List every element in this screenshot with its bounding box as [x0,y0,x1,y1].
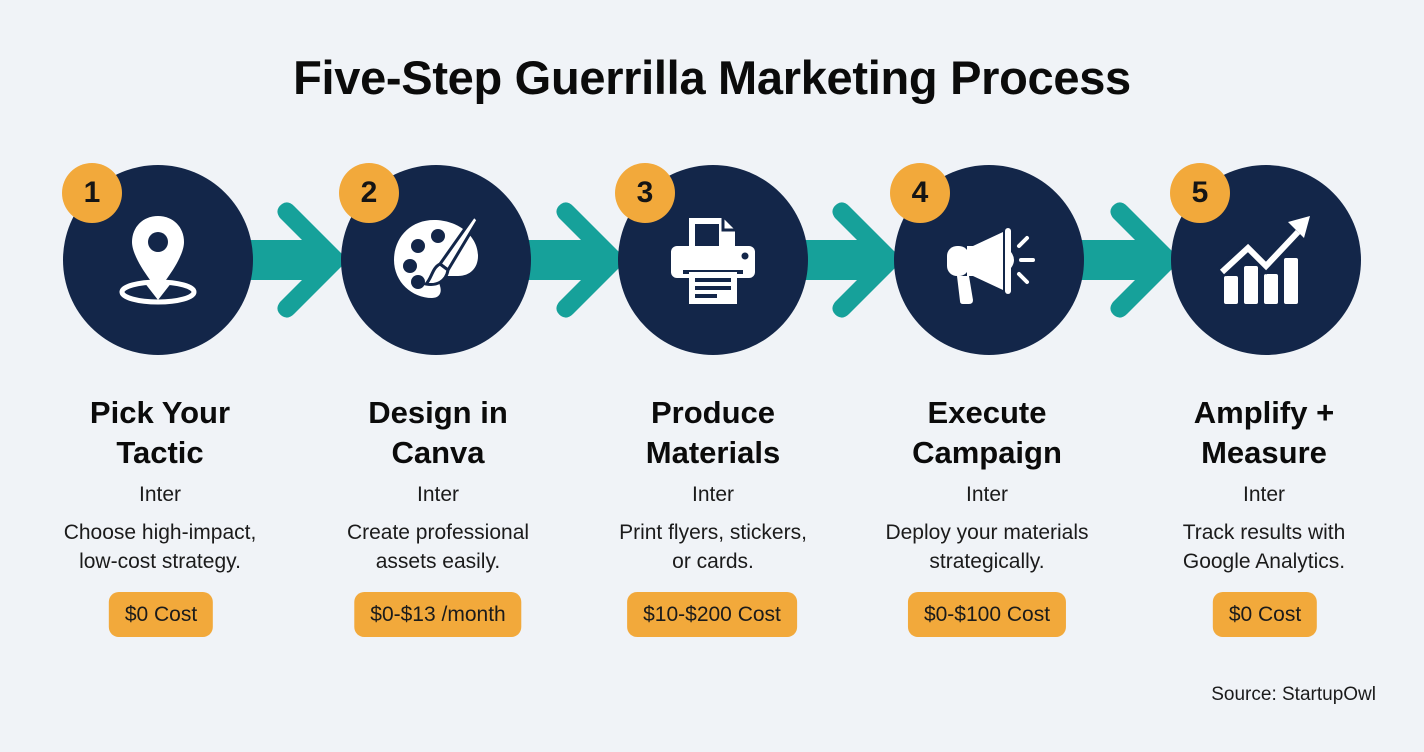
step-description: Print flyers, stickers, or cards. [619,521,807,573]
step-title: Amplify + Measure [1193,395,1335,470]
arrow-right-icon [1073,202,1179,318]
step-text: Pick Your Tactic Inter Choose high-impac… [20,393,300,576]
source-credit: Source: StartupOwl [1211,684,1376,705]
cost-badge: $0-$13 /month [354,592,522,637]
step-number-badge: 5 [1170,163,1230,223]
cost-badge: $0-$100 Cost [907,592,1067,637]
megaphone-icon [947,228,1035,304]
step-font-label: Inter [138,483,182,506]
step-number-badge: 3 [615,163,675,223]
step-font-label: Inter [965,483,1009,506]
step-font-label: Inter [416,483,460,506]
step-title: Pick Your Tactic [89,395,231,470]
step-description: Deploy your materials strategically. [885,521,1089,573]
step-text: Execute Campaign Inter Deploy your mater… [847,393,1127,576]
cost-badge: $10-$200 Cost [627,592,797,637]
step-circle [1171,165,1361,355]
step-description: Choose high-impact, low-cost strategy. [63,521,257,573]
step-number-badge: 1 [62,163,122,223]
step-font-label: Inter [1242,483,1286,506]
palette-brush-icon [394,213,480,298]
map-pin-icon [119,216,197,305]
step-title: Execute Campaign [912,395,1062,470]
step-title: Design in Canva [368,395,508,470]
step-circle [63,165,253,355]
arrow-right-icon [795,202,901,318]
cost-badge: $0 Cost [108,592,214,637]
cost-badge: $0 Cost [1212,592,1318,637]
step-text: Design in Canva Inter Create professiona… [298,393,578,576]
arrow-right-icon [519,202,625,318]
growth-chart-icon [1218,216,1310,304]
step-number-badge: 2 [339,163,399,223]
page-title: Five-Step Guerrilla Marketing Process [293,51,1131,104]
step-text: Produce Materials Inter Print flyers, st… [573,393,853,576]
step-description: Track results with Google Analytics. [1182,521,1346,573]
step-title: Produce Materials [645,395,781,470]
step-number-badge: 4 [890,163,950,223]
printer-icon [671,218,755,304]
step-font-label: Inter [691,483,735,506]
step-text: Amplify + Measure Inter Track results wi… [1124,393,1404,576]
arrow-right-icon [240,202,346,318]
step-description: Create professional assets easily. [346,521,530,573]
